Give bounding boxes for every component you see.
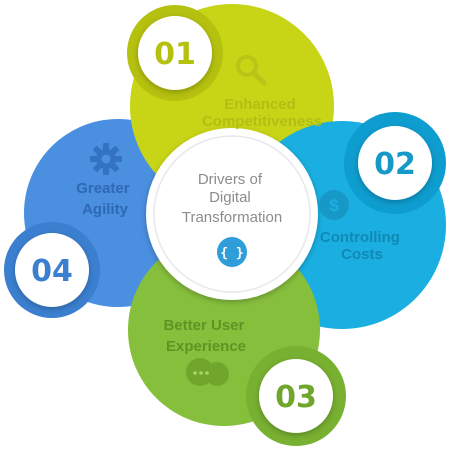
driver-04-number: 04: [31, 254, 73, 289]
driver-01-label: Enhanced Competitiveness: [202, 96, 322, 130]
dollar-icon: $: [319, 190, 349, 220]
driver-04-label: Greater Agility: [76, 180, 134, 218]
svg-text:{ }: { }: [220, 246, 243, 261]
driver-02-label: Controlling Costs: [320, 229, 404, 263]
gear-icon: [90, 143, 122, 175]
driver-03-number: 03: [275, 380, 317, 415]
code-brackets-icon: { }: [217, 237, 247, 267]
driver-01-number: 01: [154, 37, 196, 72]
svg-text:$: $: [329, 196, 339, 215]
chat-bubbles-icon: [186, 358, 229, 386]
center-title: Drivers of Digital Transformation: [182, 171, 282, 226]
driver-02-number: 02: [374, 147, 416, 182]
center-hub: [146, 128, 318, 300]
magnifier-icon: [236, 55, 267, 86]
driver-03-label: Better User Experience: [163, 317, 248, 355]
